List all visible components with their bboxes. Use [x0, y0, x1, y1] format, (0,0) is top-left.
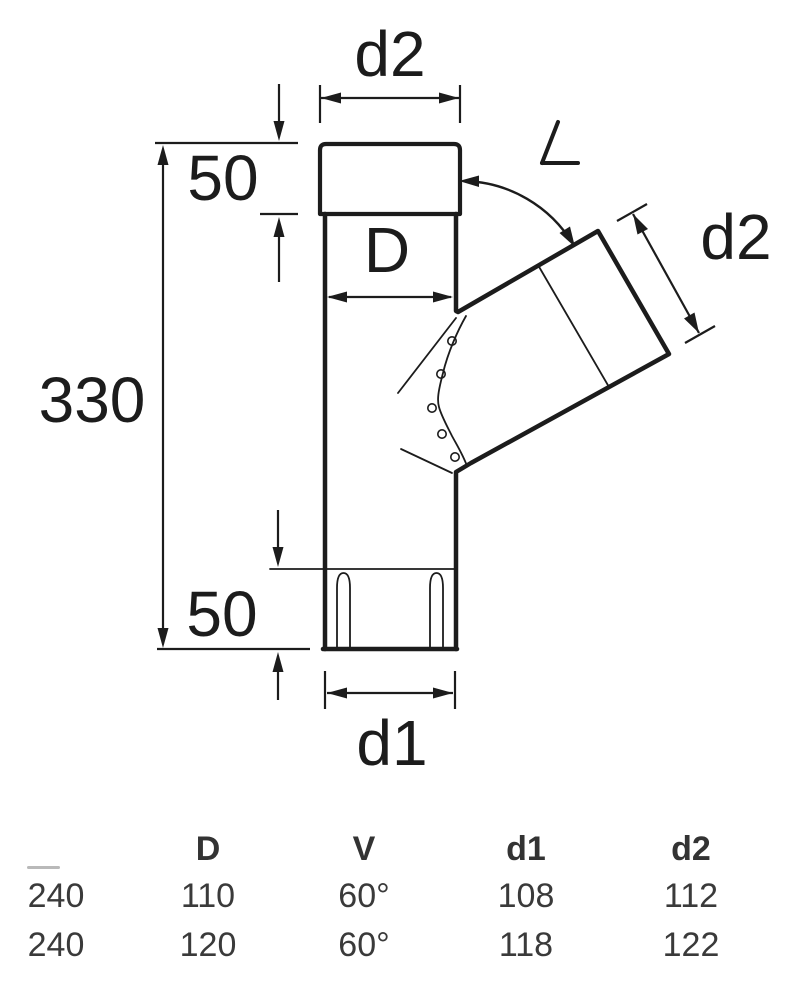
header-V: V — [352, 829, 376, 868]
arc-line — [464, 179, 575, 245]
arrowhead — [273, 121, 285, 141]
crotch-seam-curve — [437, 315, 468, 467]
spec-table-row: 240 110 60° 108 112 — [0, 872, 797, 921]
dimension-branch-d2 — [616, 203, 716, 344]
arrowhead — [272, 547, 284, 567]
pipe-branch-diagram: d2 50 330 50 — [39, 18, 772, 779]
dimension-angle-arc — [459, 175, 575, 247]
table-header-artifact-mark — [27, 866, 60, 869]
dimension-top-50 — [155, 84, 298, 282]
cell-d2: 122 — [662, 926, 720, 964]
spec-table-row: 240 120 60° 118 122 — [0, 921, 797, 970]
spec-table-header-row: D V d1 d2 — [0, 826, 797, 872]
label-d1: d1 — [356, 707, 427, 779]
arrowhead — [273, 217, 285, 237]
cell-D: 110 — [180, 877, 236, 915]
dimension-D — [327, 291, 453, 303]
arrowhead — [272, 652, 284, 672]
spec-table: D V d1 d2 240 110 60° 108 112 240 120 60… — [0, 826, 797, 970]
arrowhead — [559, 226, 575, 247]
cell-length: 240 — [27, 877, 85, 915]
header-d1: d1 — [506, 829, 546, 868]
arrowhead — [433, 291, 453, 303]
cell-V: 60° — [338, 926, 390, 964]
dimension-top-d2 — [318, 85, 462, 123]
arrowhead — [327, 291, 347, 303]
arrowhead — [459, 175, 479, 187]
cell-D: 120 — [179, 926, 237, 964]
seam-leader-lower — [400, 448, 453, 474]
label-D: D — [364, 214, 410, 286]
crimp-slot-right — [429, 572, 444, 650]
dimension-330 — [157, 145, 310, 651]
arrowhead — [433, 687, 453, 699]
crimp-slot-left — [336, 572, 351, 650]
ext-tick — [616, 203, 648, 222]
label-top-d2: d2 — [354, 18, 425, 90]
cell-d1: 108 — [497, 877, 555, 915]
cell-d2: 112 — [663, 877, 719, 915]
header-d2: d2 — [671, 829, 711, 868]
angle-symbol-icon — [540, 120, 580, 165]
label-branch-d2: d2 — [700, 201, 771, 273]
branch-socket-seam — [537, 264, 610, 388]
top-socket-outline — [317, 141, 463, 217]
arrowhead — [157, 628, 169, 648]
dimension-bottom-50 — [272, 510, 284, 700]
label-330: 330 — [39, 364, 146, 436]
cell-V: 60° — [338, 877, 390, 915]
arrowhead — [327, 687, 347, 699]
pipe-right-and-branch-outline — [453, 211, 672, 652]
arrowhead — [684, 312, 699, 333]
arrowhead — [439, 92, 459, 104]
dimension-d1 — [323, 671, 457, 709]
spot-weld-rings — [426, 335, 460, 462]
cell-d1: 118 — [498, 926, 554, 964]
ext-tick — [684, 325, 716, 344]
cell-length: 240 — [27, 926, 85, 964]
label-bottom-50: 50 — [186, 578, 257, 650]
dim-line — [632, 213, 700, 334]
arrowhead — [157, 145, 169, 165]
label-top-50: 50 — [187, 142, 258, 214]
seam-leader-upper — [397, 317, 457, 394]
arrowhead — [321, 92, 341, 104]
header-D: D — [195, 829, 221, 868]
arrowhead — [633, 214, 648, 235]
